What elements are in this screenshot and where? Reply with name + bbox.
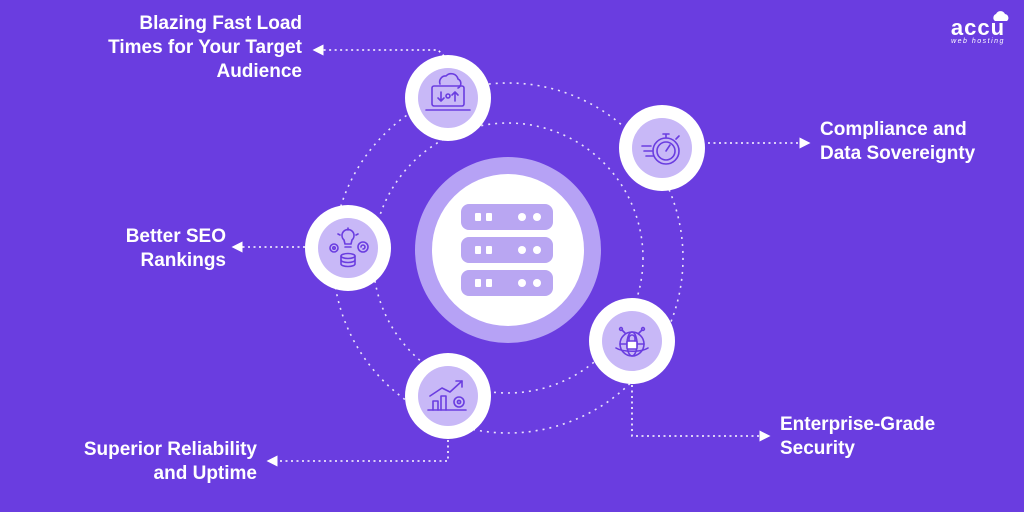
cloud-icon	[993, 11, 1009, 21]
benefit-line: Enterprise-Grade	[780, 414, 936, 435]
node-reliability	[405, 353, 491, 439]
node-seo	[305, 205, 391, 291]
logo-tagline: web hosting	[951, 38, 1005, 45]
benefit-line: and Uptime	[153, 463, 257, 484]
connector-security	[631, 385, 771, 442]
server-stack-icon	[461, 204, 553, 296]
benefit-line: Audience	[216, 61, 302, 82]
benefit-label-seo: Better SEO Rankings	[126, 225, 226, 273]
outer-orbit-ring	[332, 82, 684, 434]
benefit-label-security: Enterprise-Grade Security	[780, 413, 935, 461]
node-load-times	[405, 55, 491, 141]
benefit-line: Rankings	[140, 250, 226, 271]
benefit-line: Security	[780, 438, 855, 459]
brand-logo: accu web hosting	[940, 10, 1016, 45]
connector-reliability	[266, 440, 449, 467]
benefit-label-compliance: Compliance and Data Sovereignty	[820, 118, 975, 166]
logo-brand-text: accu	[950, 15, 1006, 40]
seo-lightbulb-gear-icon	[329, 227, 369, 268]
growth-chart-gear-icon	[427, 380, 467, 411]
stopwatch-icon	[641, 133, 680, 165]
benefit-line: Blazing Fast Load	[139, 13, 302, 34]
node-compliance	[619, 105, 705, 191]
inner-orbit-ring	[372, 122, 644, 394]
cloud-download-laptop-icon	[425, 72, 471, 111]
benefit-label-reliability: Superior Reliability and Uptime	[84, 438, 257, 486]
benefit-line: Data Sovereignty	[820, 143, 976, 164]
benefit-label-load-times: Blazing Fast Load Times for Your Target …	[108, 12, 302, 84]
benefit-line: Times for Your Target	[108, 37, 302, 58]
benefit-line: Superior Reliability	[83, 439, 257, 460]
globe-lock-icon	[615, 326, 649, 357]
connector-load-times	[312, 44, 449, 61]
center-hub	[415, 157, 601, 343]
node-security	[589, 298, 675, 384]
benefit-line: Better SEO	[125, 226, 226, 247]
benefit-line: Compliance and	[820, 119, 967, 140]
